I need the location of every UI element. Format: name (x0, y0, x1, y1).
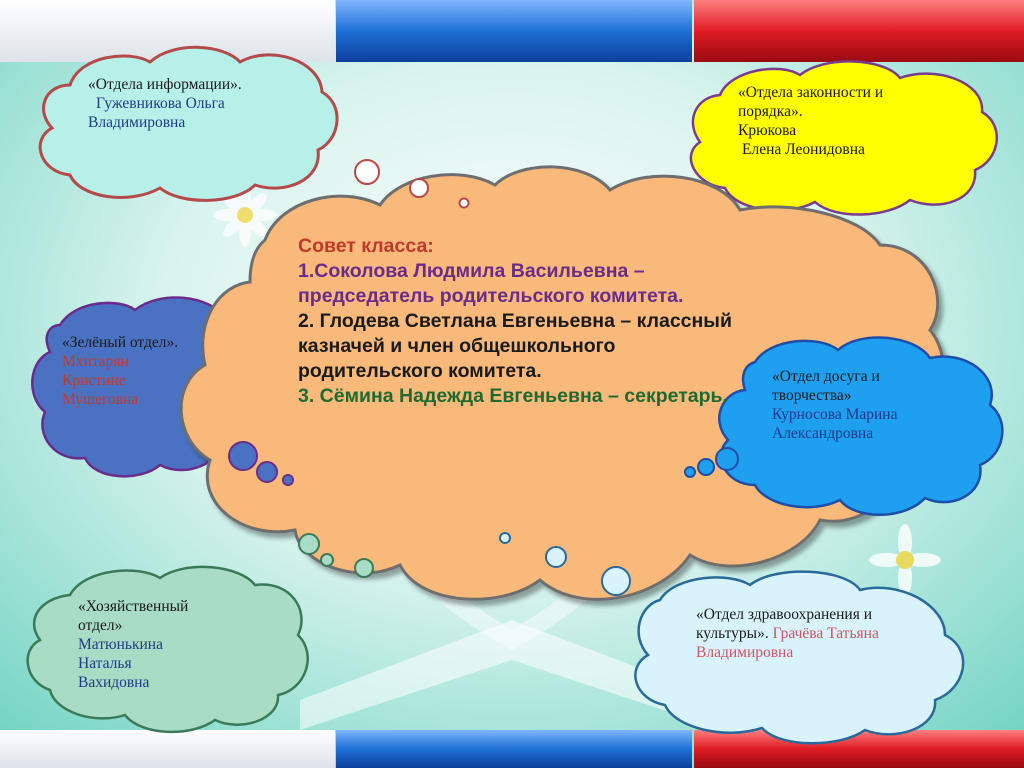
household-title: «Хозяйственный отдел» (78, 598, 189, 634)
law-person-first: Елена Леонидовна (742, 140, 865, 158)
household-cloud (26, 565, 309, 734)
green-dept-title: «Зелёный отдел». (62, 334, 179, 351)
info-text: «Отдела информации». Гужевникова Ольга В… (88, 76, 298, 133)
main-line-1: 1.Соколова Людмила Васильевна – председа… (298, 259, 684, 307)
leisure-text: «Отдел досуга и творчества» Курносова Ма… (772, 368, 952, 444)
household-text: «Хозяйственный отдел» Матюнькина Наталья… (78, 598, 238, 693)
law-person-last: Крюкова (738, 121, 797, 139)
household-person: Матюнькина Наталья Вахидовна (78, 635, 163, 691)
household-thought-bubbles (298, 533, 374, 578)
health-cloud (634, 570, 965, 745)
leisure-cloud (718, 336, 1004, 516)
daisy-decoration-right (869, 524, 941, 596)
leisure-thought-bubbles (684, 447, 739, 478)
info-title: «Отдела информации». (88, 76, 242, 93)
health-title: «Отдел здравоохранения и культуры». (696, 606, 873, 642)
main-heading: Совет класса: (298, 235, 434, 257)
main-text: Совет класса: 1.Соколова Людмила Василье… (298, 234, 768, 409)
main-thought-bubbles-top (354, 159, 470, 209)
green-dept-text: «Зелёный отдел». Мхитарян Кристине Мушег… (62, 334, 182, 410)
green-thought-bubbles (228, 441, 294, 486)
health-person: Грачёва Татьяна Владимировна (696, 624, 879, 661)
law-title: «Отдела законности и порядка». (738, 84, 884, 120)
health-text: «Отдел здравоохранения и культуры». Грач… (696, 606, 921, 663)
info-cloud (38, 45, 339, 202)
leisure-title: «Отдел досуга и творчества» (772, 368, 880, 404)
main-line-2: 2. Глодева Светлана Евгеньевна – классны… (298, 309, 732, 382)
green-dept-person: Мхитарян Кристине Мушеговна (62, 352, 139, 408)
law-cloud (689, 60, 998, 216)
top-flag-bars (0, 0, 1024, 62)
main-cloud (179, 165, 946, 601)
main-line-3: 3. Сёмина Надежда Евгеньевна – секретарь… (298, 384, 728, 407)
law-text: «Отдела законности и порядка». Крюкова Е… (738, 84, 948, 160)
info-person: Гужевникова Ольга Владимировна (88, 94, 225, 131)
leisure-person: Курносова Марина Александровна (772, 405, 898, 442)
bottom-flag-bars (0, 730, 1024, 768)
daisy-decoration-left (213, 183, 277, 247)
health-thought-bubbles (499, 532, 631, 596)
